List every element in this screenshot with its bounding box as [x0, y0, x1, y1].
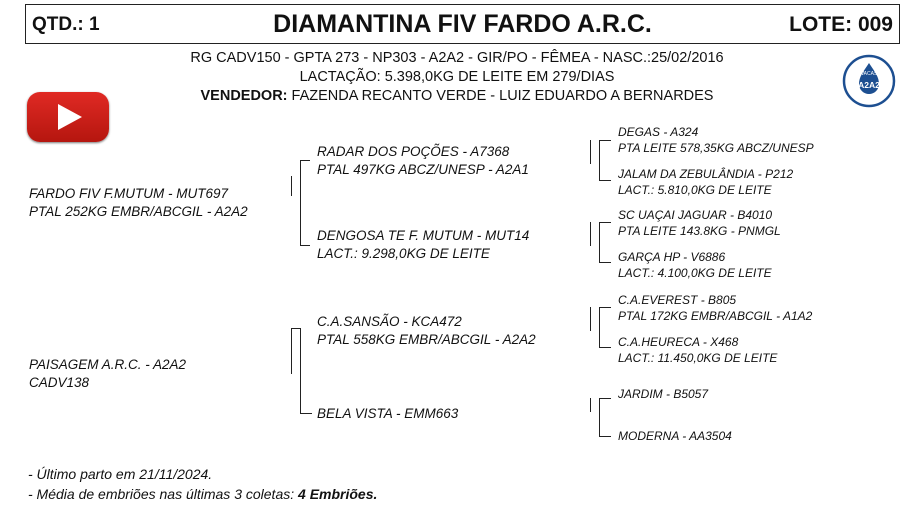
ggp-block: DEGAS - A324 PTA LEITE 578,35KG ABCZ/UNE…	[618, 124, 814, 156]
pedigree-connector	[599, 398, 600, 437]
ggp-name: JALAM DA ZEBULÂNDIA - P212	[618, 167, 794, 181]
ggp-block: JARDIM - B5057	[618, 386, 708, 402]
ggp-name: MODERNA - AA3504	[618, 429, 732, 443]
dam-name: PAISAGEM A.R.C. - A2A2	[29, 357, 187, 372]
pedigree-connector	[291, 176, 292, 196]
badge-main-text: A2A2	[858, 80, 880, 90]
pedigree-connector	[599, 222, 600, 263]
dam-sire-name: C.A.SANSÃO - KCA472	[317, 314, 462, 329]
pedigree-connector	[599, 262, 611, 263]
ggp-name: DEGAS - A324	[618, 125, 699, 139]
ggp-block: C.A.HEURECA - X468 LACT.: 11.450,0KG DE …	[618, 334, 777, 366]
pedigree-connector	[599, 307, 611, 308]
milk-drop-icon	[859, 63, 879, 94]
dam-sire-block: C.A.SANSÃO - KCA472 PTAL 558KG EMBR/ABCG…	[317, 313, 536, 349]
ggp-detail: LACT.: 11.450,0KG DE LEITE	[618, 351, 778, 365]
ggp-name: SC UAÇAI JAGUAR - B4010	[618, 208, 773, 222]
pedigree-connector	[300, 413, 312, 414]
seller-label: VENDEDOR:	[200, 88, 288, 104]
dam-sire-detail: PTAL 558KG EMBR/ABCGIL - A2A2	[317, 332, 536, 347]
pedigree-connector	[300, 160, 301, 246]
sire-detail: PTAL 252KG EMBR/ABCGIL - A2A2	[29, 204, 248, 219]
ggp-name: C.A.EVEREST - B805	[618, 293, 737, 307]
lactation-line: LACTAÇÃO: 5.398,0KG DE LEITE EM 279/DIAS	[299, 69, 615, 85]
registration-line: RG CADV150 - GPTA 273 - NP303 - A2A2 - G…	[190, 50, 724, 66]
pedigree-connector	[300, 160, 310, 161]
pedigree-connector	[291, 328, 292, 374]
sire-sire-detail: PTAL 497KG ABCZ/UNESP - A2A1	[317, 162, 529, 177]
lot-number: LOTE: 009	[789, 13, 893, 36]
ggp-detail: LACT.: 4.100,0KG DE LEITE	[618, 266, 772, 280]
ggp-detail: PTAL 172KG EMBR/ABCGIL - A1A2	[618, 309, 813, 323]
sire-block: FARDO FIV F.MUTUM - MUT697 PTAL 252KG EM…	[29, 185, 248, 221]
sire-sire-name: RADAR DOS POÇÕES - A7368	[317, 144, 510, 159]
seller-line: VENDEDOR: FAZENDA RECANTO VERDE - LUIZ E…	[0, 88, 914, 104]
dam-block: PAISAGEM A.R.C. - A2A2 CADV138	[29, 356, 186, 392]
badge-top-text: VACAS	[861, 71, 878, 77]
sire-dam-name: DENGOSA TE F. MUTUM - MUT14	[317, 228, 530, 243]
pedigree-connector	[590, 307, 591, 331]
sire-name: FARDO FIV F.MUTUM - MUT697	[29, 186, 229, 201]
play-video-icon[interactable]	[27, 92, 109, 142]
sire-dam-block: DENGOSA TE F. MUTUM - MUT14 LACT.: 9.298…	[317, 227, 529, 263]
header-box: QTD.: 1 DIAMANTINA FIV FARDO A.R.C. LOTE…	[25, 4, 900, 44]
pedigree-connector	[599, 436, 611, 437]
pedigree-connector	[599, 307, 600, 348]
embryo-average-value: 4 Embriões.	[298, 486, 378, 502]
ggp-block: GARÇA HP - V6886 LACT.: 4.100,0KG DE LEI…	[618, 249, 772, 281]
last-calving-note: - Último parto em 21/11/2024.	[28, 466, 213, 482]
sire-dam-detail: LACT.: 9.298,0KG DE LEITE	[317, 246, 490, 261]
pedigree-connector	[599, 140, 600, 181]
animal-title: DIAMANTINA FIV FARDO A.R.C.	[273, 10, 652, 38]
ggp-detail: PTA LEITE 143.8KG - PNMGL	[618, 224, 781, 238]
pedigree-connector	[590, 398, 591, 412]
pedigree-connector	[599, 140, 611, 141]
dam-dam-name: BELA VISTA - EMM663	[317, 406, 459, 421]
dam-dam-block: BELA VISTA - EMM663	[317, 405, 458, 423]
ggp-detail: PTA LEITE 578,35KG ABCZ/UNESP	[618, 141, 814, 155]
ggp-block: JALAM DA ZEBULÂNDIA - P212 LACT.: 5.810,…	[618, 166, 793, 198]
ggp-name: JARDIM - B5057	[618, 387, 709, 401]
pedigree-connector	[599, 222, 611, 223]
pedigree-connector	[590, 140, 591, 164]
ggp-block: MODERNA - AA3504	[618, 428, 732, 444]
pedigree-connector	[599, 180, 611, 181]
pedigree-connector	[300, 328, 301, 414]
embryo-average-note: - Média de embriões nas últimas 3 coleta…	[28, 486, 377, 502]
a2a2-badge: VACAS A2A2	[842, 54, 896, 108]
pedigree-connector	[599, 398, 611, 399]
embryo-average-label: - Média de embriões nas últimas 3 coleta…	[28, 486, 299, 502]
sire-sire-block: RADAR DOS POÇÕES - A7368 PTAL 497KG ABCZ…	[317, 143, 529, 179]
quantity-label: QTD.: 1	[32, 14, 100, 35]
ggp-block: C.A.EVEREST - B805 PTAL 172KG EMBR/ABCGI…	[618, 292, 812, 324]
seller-value: FAZENDA RECANTO VERDE - LUIZ EDUARDO A B…	[287, 88, 714, 104]
pedigree-connector	[291, 328, 301, 329]
pedigree-connector	[590, 222, 591, 246]
ggp-detail: LACT.: 5.810,0KG DE LEITE	[618, 183, 772, 197]
pedigree-connector	[599, 347, 611, 348]
pedigree-connector	[300, 245, 310, 246]
ggp-name: GARÇA HP - V6886	[618, 250, 726, 264]
ggp-name: C.A.HEURECA - X468	[618, 335, 739, 349]
ggp-block: SC UAÇAI JAGUAR - B4010 PTA LEITE 143.8K…	[618, 207, 781, 239]
dam-detail: CADV138	[29, 375, 90, 390]
